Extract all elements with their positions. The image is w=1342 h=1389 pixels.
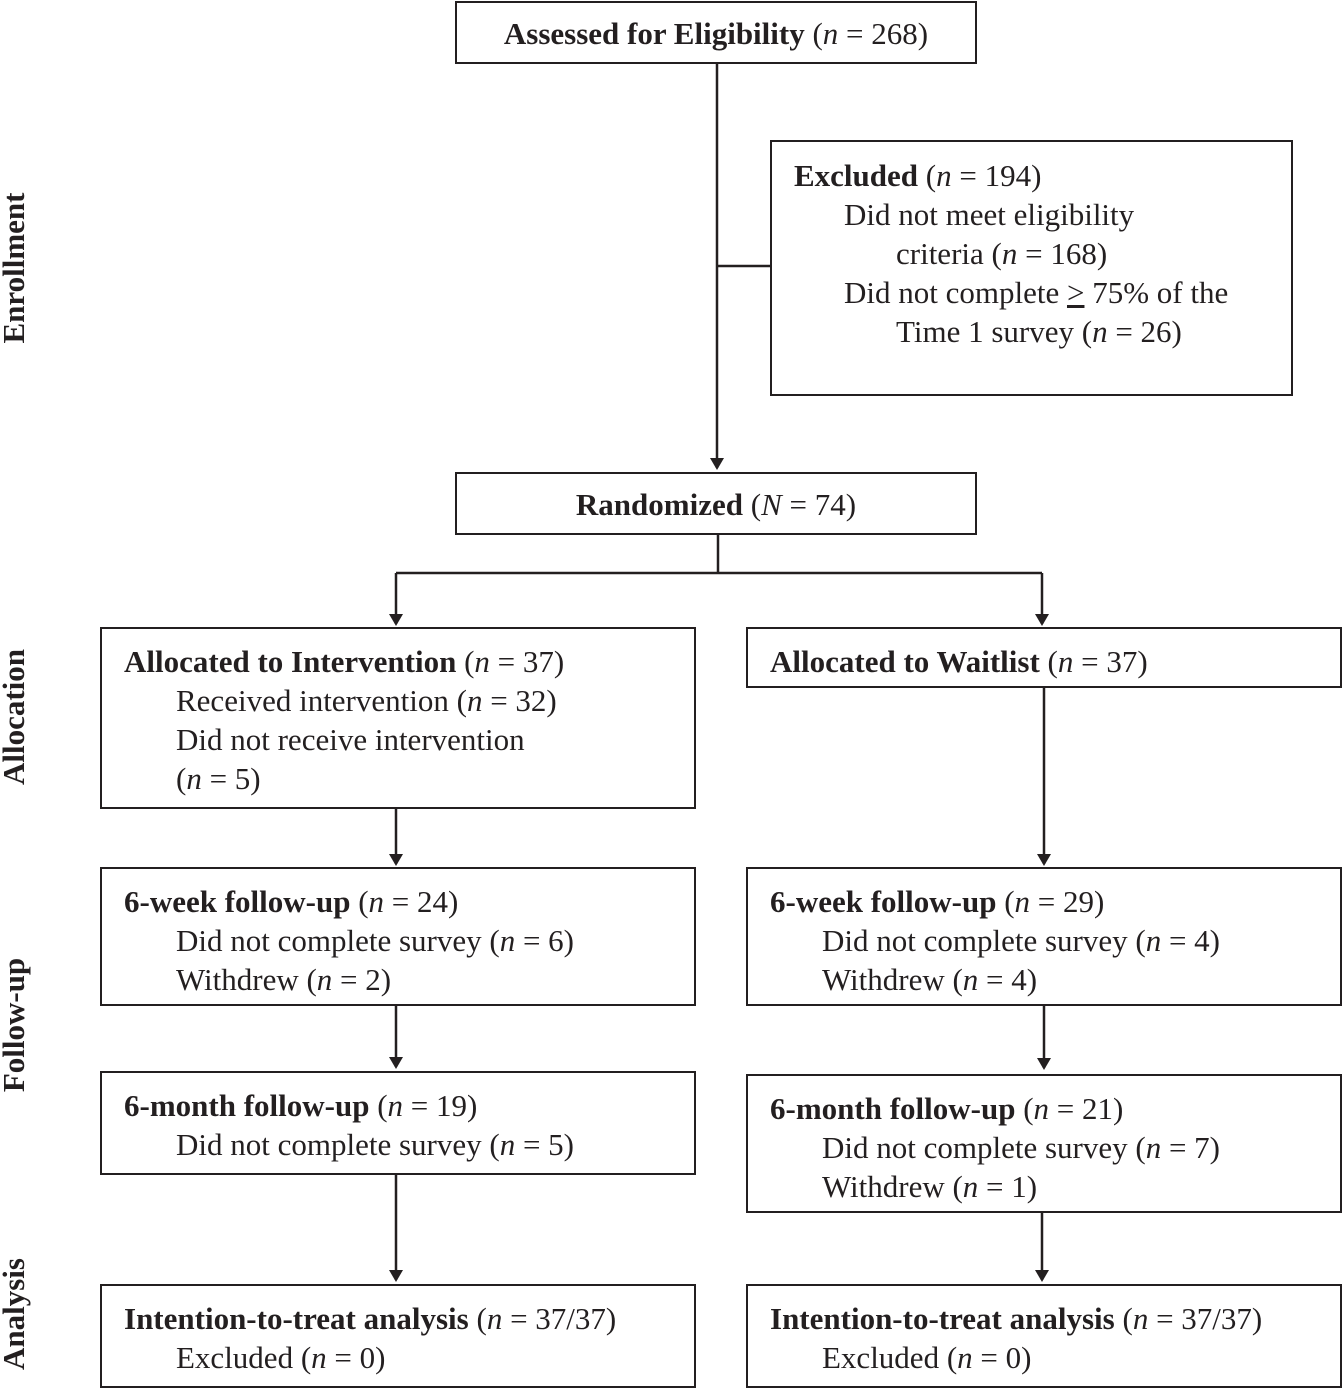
randomized-heading: Randomized (N = 74) xyxy=(575,487,857,522)
excluded-reason-survey-count: Time 1 survey (n = 26) xyxy=(896,314,1182,349)
intervention-6month-incomplete: Did not complete survey (n = 5) xyxy=(176,1127,575,1162)
excluded-reason-survey: Did not complete > 75% of the xyxy=(844,275,1229,310)
excluded-reason-eligibility-count: criteria (n = 168) xyxy=(896,236,1108,271)
waitlist-6week-incomplete: Did not complete survey (n = 4) xyxy=(822,923,1221,958)
intervention-6month-box: 6-month follow-up (n = 19) Did not compl… xyxy=(100,1071,696,1175)
waitlist-6month-withdrew: Withdrew (n = 1) xyxy=(822,1169,1038,1204)
stage-label-allocation: Allocation xyxy=(0,648,31,786)
randomized-box: Randomized (N = 74) xyxy=(455,472,977,535)
assessed-heading: Assessed for Eligibility (n = 268) xyxy=(503,16,929,51)
intervention-not-received: Did not receive intervention xyxy=(176,722,525,757)
intervention-heading: Allocated to Intervention (n = 37) xyxy=(124,644,565,679)
intervention-received: Received intervention (n = 32) xyxy=(176,683,557,718)
excluded-reason-eligibility: Did not meet eligibility xyxy=(844,197,1135,232)
waitlist-6week-withdrew: Withdrew (n = 4) xyxy=(822,962,1038,997)
stage-label-enrollment: Enrollment xyxy=(0,192,31,344)
intervention-itt-box: Intention-to-treat analysis (n = 37/37) … xyxy=(100,1284,696,1388)
stage-label-followup: Follow-up xyxy=(0,957,31,1093)
intervention-itt-excluded: Excluded (n = 0) xyxy=(176,1340,386,1375)
waitlist-itt-box: Intention-to-treat analysis (n = 37/37) … xyxy=(746,1284,1342,1388)
intervention-itt-heading: Intention-to-treat analysis (n = 37/37) xyxy=(124,1301,617,1336)
stage-label-analysis: Analysis xyxy=(0,1258,31,1370)
waitlist-allocation-box: Allocated to Waitlist (n = 37) xyxy=(746,627,1342,688)
assessed-box: Assessed for Eligibility (n = 268) xyxy=(455,1,977,64)
intervention-not-received-count: (n = 5) xyxy=(176,761,261,796)
waitlist-6month-incomplete: Did not complete survey (n = 7) xyxy=(822,1130,1221,1165)
excluded-box: Excluded (n = 194) Did not meet eligibil… xyxy=(770,140,1293,396)
waitlist-itt-excluded: Excluded (n = 0) xyxy=(822,1340,1032,1375)
intervention-6week-box: 6-week follow-up (n = 24) Did not comple… xyxy=(100,867,696,1006)
waitlist-6month-heading: 6-month follow-up (n = 21) xyxy=(770,1091,1124,1126)
waitlist-6month-box: 6-month follow-up (n = 21) Did not compl… xyxy=(746,1074,1342,1213)
intervention-6week-withdrew: Withdrew (n = 2) xyxy=(176,962,392,997)
intervention-6week-heading: 6-week follow-up (n = 24) xyxy=(124,884,459,919)
excluded-heading: Excluded (n = 194) xyxy=(794,158,1042,193)
waitlist-6week-heading: 6-week follow-up (n = 29) xyxy=(770,884,1105,919)
intervention-6week-incomplete: Did not complete survey (n = 6) xyxy=(176,923,575,958)
intervention-allocation-box: Allocated to Intervention (n = 37) Recei… xyxy=(100,627,696,809)
waitlist-itt-heading: Intention-to-treat analysis (n = 37/37) xyxy=(770,1301,1263,1336)
intervention-6month-heading: 6-month follow-up (n = 19) xyxy=(124,1088,478,1123)
waitlist-6week-box: 6-week follow-up (n = 29) Did not comple… xyxy=(746,867,1342,1006)
waitlist-heading: Allocated to Waitlist (n = 37) xyxy=(770,644,1148,679)
